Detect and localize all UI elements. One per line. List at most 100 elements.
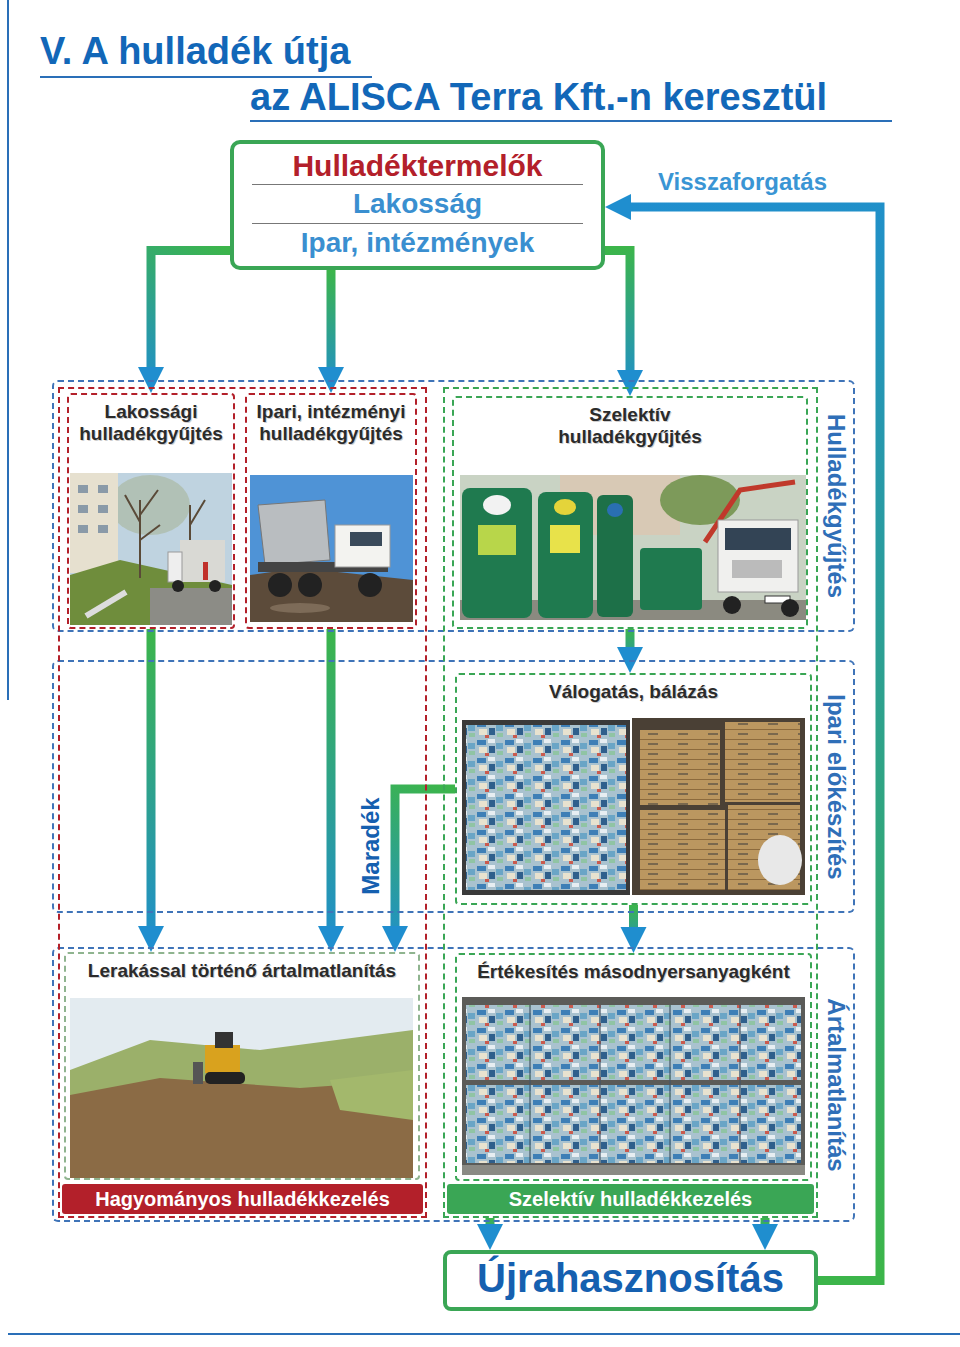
art-rect — [478, 525, 516, 555]
photo-selective-containers — [460, 475, 806, 620]
band-label: Ipari előkészítés — [822, 694, 850, 879]
art-line — [250, 120, 892, 122]
process-box: Szelektív hulladékgyűjtés — [452, 396, 808, 629]
art-rect — [466, 1005, 801, 1080]
art-rect — [70, 473, 232, 625]
art-circle — [268, 573, 292, 597]
process-box: Lakossági hulladékgyűjtés — [67, 393, 235, 629]
art-rect — [250, 475, 413, 622]
art-rect — [466, 725, 626, 890]
art-rect — [462, 997, 805, 1175]
art-rect — [193, 1062, 203, 1084]
result-box: Újrahasznosítás — [443, 1250, 818, 1311]
process-box: Válogatás, bálázás — [455, 673, 812, 905]
art-rect — [98, 525, 108, 533]
flow-arrow — [631, 207, 880, 1281]
art-circle — [298, 573, 322, 597]
process-box: Lerakással történő ártalmatlanítás — [64, 952, 420, 1180]
art-ellipse — [758, 835, 802, 885]
art-rect — [640, 810, 725, 890]
art-rect — [205, 1045, 240, 1073]
box-label: Lakossági hulladékgyűjtés — [69, 401, 233, 445]
art-rect — [462, 720, 630, 895]
title-block: V. A hulladék útja az ALISCA Terra Kft.-… — [40, 28, 920, 120]
art-rect — [725, 528, 791, 550]
art-rect — [718, 520, 798, 592]
box-text: Ipar, intézmények — [252, 224, 583, 262]
art-rect — [78, 505, 88, 513]
box-label: Szelektív hulladékgyűjtés — [526, 404, 734, 448]
art-rect — [462, 488, 532, 618]
result-label: Újrahasznosítás — [447, 1254, 814, 1303]
art-rect — [350, 532, 382, 546]
photo-plastic-bale — [462, 720, 630, 895]
art-rect — [98, 505, 108, 513]
art-rect — [98, 485, 108, 493]
art-rect — [78, 485, 88, 493]
process-box: Ipari, intézményi hulladékgyűjtés — [245, 393, 417, 629]
art-rect — [168, 552, 182, 582]
process-box: Értékesítés másodnyersanyagként — [455, 953, 812, 1181]
page-title: V. A hulladék útja az ALISCA Terra Kft.-… — [40, 30, 827, 118]
art-path — [530, 1005, 740, 1163]
box-label: Értékesítés másodnyersanyagként — [457, 961, 810, 983]
photo-secondary-material — [462, 997, 805, 1175]
photo-residential-collection — [70, 473, 232, 625]
box-text: Hulladéktermelők — [252, 148, 583, 185]
flow-arrow — [327, 629, 336, 926]
art-rect — [460, 475, 806, 620]
band-label: Hulladékgyűjtés — [822, 414, 850, 598]
flow-arrow — [605, 251, 630, 371]
art-rect — [180, 540, 225, 582]
flow-arrow — [395, 789, 455, 926]
photo-industrial-collection — [250, 475, 413, 622]
source-box: HulladéktermelőkLakosságIpar, intézménye… — [230, 140, 605, 270]
photo-landfill — [70, 998, 413, 1178]
box-label: Válogatás, bálázás — [457, 681, 810, 703]
art-rect — [632, 718, 805, 895]
art-rect — [215, 1032, 233, 1048]
track-label: Szelektív hulladékkezelés — [447, 1184, 814, 1214]
flow-arrow — [151, 251, 230, 368]
photo-cardboard-bales — [632, 718, 805, 895]
flow-arrow — [147, 629, 156, 926]
flow-label: Visszaforgatás — [658, 168, 827, 196]
stage-band: Ipari előkészítés — [52, 660, 855, 913]
flow-arrow — [629, 905, 638, 927]
art-ellipse — [607, 503, 623, 517]
art-rect — [725, 722, 800, 802]
track-label: Hagyományos hulladékkezelés — [62, 1184, 423, 1214]
art-rect — [597, 495, 633, 617]
page-rules — [8, 0, 960, 1334]
art-polygon — [258, 500, 330, 565]
art-circle — [358, 573, 382, 597]
art-rect — [205, 1072, 245, 1084]
box-text: Lakosság — [252, 185, 583, 224]
art-rect — [466, 1085, 801, 1163]
art-path — [86, 592, 126, 616]
art-rect — [335, 525, 390, 567]
art-line — [7, 0, 9, 700]
art-circle — [781, 599, 799, 617]
art-polygon — [330, 1070, 413, 1120]
art-line — [8, 1333, 960, 1335]
art-ellipse — [660, 475, 740, 525]
art-ellipse — [270, 603, 330, 613]
art-rect — [462, 1165, 805, 1175]
box-label: Ipari, intézményi hulladékgyűjtés — [247, 401, 415, 445]
art-ellipse — [483, 495, 511, 515]
art-rect — [203, 562, 208, 580]
track-region: Szelektív hulladékkezelés Szelektív hulla… — [443, 387, 818, 1218]
art-rect — [150, 588, 232, 625]
art-polygon — [70, 560, 232, 625]
art-rect — [550, 525, 580, 553]
art-circle — [172, 580, 184, 592]
art-ellipse — [554, 499, 576, 515]
art-rect — [70, 473, 118, 573]
art-ellipse — [110, 475, 190, 535]
flow-label: Maradék — [357, 797, 385, 894]
art-rect — [732, 560, 782, 578]
art-rect — [640, 730, 720, 805]
art-circle — [209, 580, 221, 592]
